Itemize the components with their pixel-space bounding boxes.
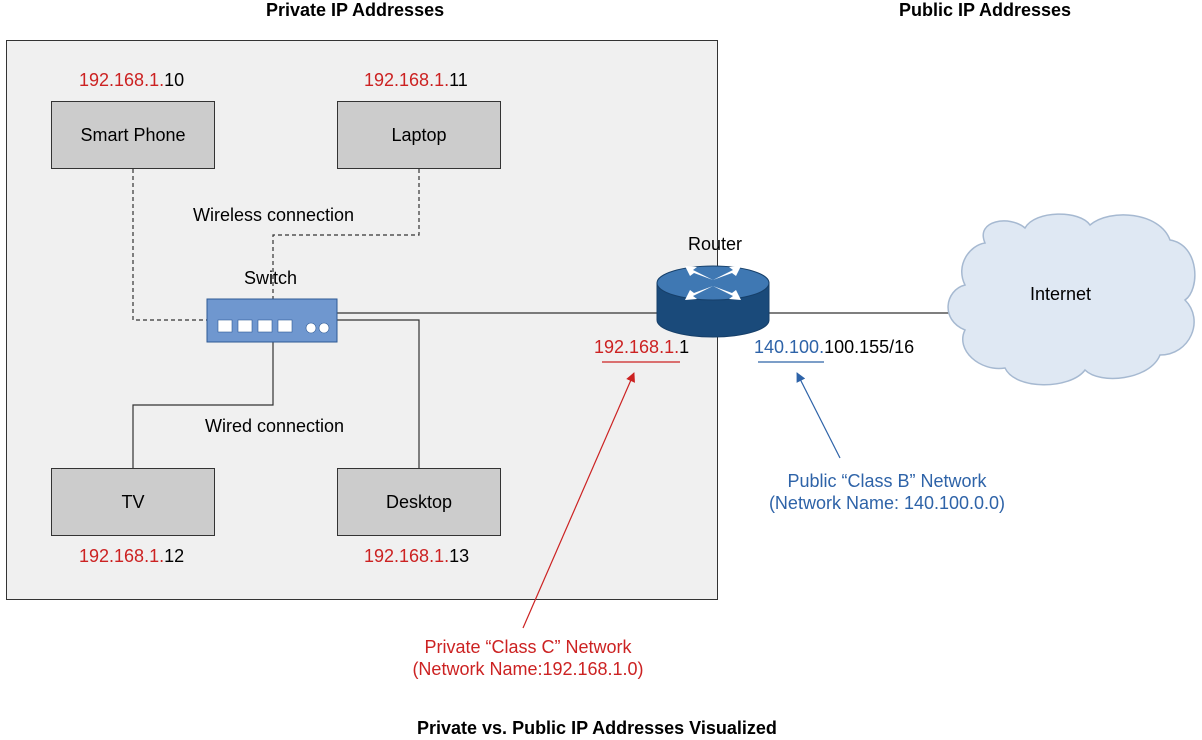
tv-ip-host: 12: [164, 546, 185, 566]
desktop-ip: 192.168.1.13: [364, 546, 469, 567]
public-ip-header: Public IP Addresses: [899, 0, 1072, 20]
laptop-label: Laptop: [391, 124, 447, 145]
router-private-ip-network: 192.168.1.: [594, 337, 680, 357]
internet-label: Internet: [1030, 284, 1092, 304]
wireless-links: [132, 169, 420, 321]
diagram-caption: Private vs. Public IP Addresses Visualiz…: [417, 718, 777, 738]
private-network-callout: Private “Class C” Network (Network Name:…: [398, 636, 658, 680]
private-ip-header: Private IP Addresses: [266, 0, 445, 20]
switch-label: Switch: [244, 268, 298, 288]
smart-phone-ip: 192.168.1.10: [79, 70, 184, 91]
wired-link-tv: [132, 342, 274, 468]
desktop-device: Desktop: [337, 468, 501, 536]
smart-phone-label: Smart Phone: [80, 124, 186, 145]
private-callout-line2: (Network Name:192.168.1.0): [412, 659, 644, 679]
laptop-ip-network: 192.168.1.: [364, 70, 450, 90]
desktop-ip-network: 192.168.1.: [364, 546, 450, 566]
wired-links: [132, 312, 960, 468]
internet-cloud-icon: [947, 213, 1196, 386]
smart-phone-ip-network: 192.168.1.: [79, 70, 165, 90]
smart-phone-device: Smart Phone: [51, 101, 215, 169]
router-public-ip: 140.100.100.155/16: [754, 337, 914, 358]
private-callout-line1: Private “Class C” Network: [424, 637, 632, 657]
tv-ip: 192.168.1.12: [79, 546, 184, 567]
tv-label: TV: [121, 491, 145, 512]
laptop-device: Laptop: [337, 101, 501, 169]
router-icon: [656, 265, 770, 338]
smart-phone-ip-host: 10: [164, 70, 185, 90]
public-callout-arrow: [796, 372, 841, 459]
public-callout-line1: Public “Class B” Network: [787, 471, 987, 491]
router-private-ip: 192.168.1.1: [594, 337, 689, 358]
router-private-ip-host: 1: [679, 337, 690, 357]
laptop-ip-host: 11: [449, 70, 468, 90]
switch-icon: [206, 298, 338, 343]
public-callout-line2: (Network Name: 140.100.0.0): [768, 493, 1006, 513]
wireless-connection-label: Wireless connection: [193, 205, 355, 225]
private-callout-arrow: [522, 372, 635, 629]
wired-link-desktop: [337, 319, 420, 468]
laptop-ip: 192.168.1.11: [364, 70, 468, 91]
desktop-ip-host: 13: [449, 546, 470, 566]
desktop-label: Desktop: [385, 491, 453, 512]
public-network-callout: Public “Class B” Network (Network Name: …: [756, 470, 1018, 514]
tv-device: TV: [51, 468, 215, 536]
router-public-ip-network: 140.100.: [754, 337, 825, 357]
tv-ip-network: 192.168.1.: [79, 546, 165, 566]
wired-connection-label: Wired connection: [205, 416, 345, 436]
router-label: Router: [688, 234, 743, 254]
router-public-ip-host: 100.155/16: [824, 337, 915, 357]
wireless-link-smart-phone: [132, 169, 207, 321]
